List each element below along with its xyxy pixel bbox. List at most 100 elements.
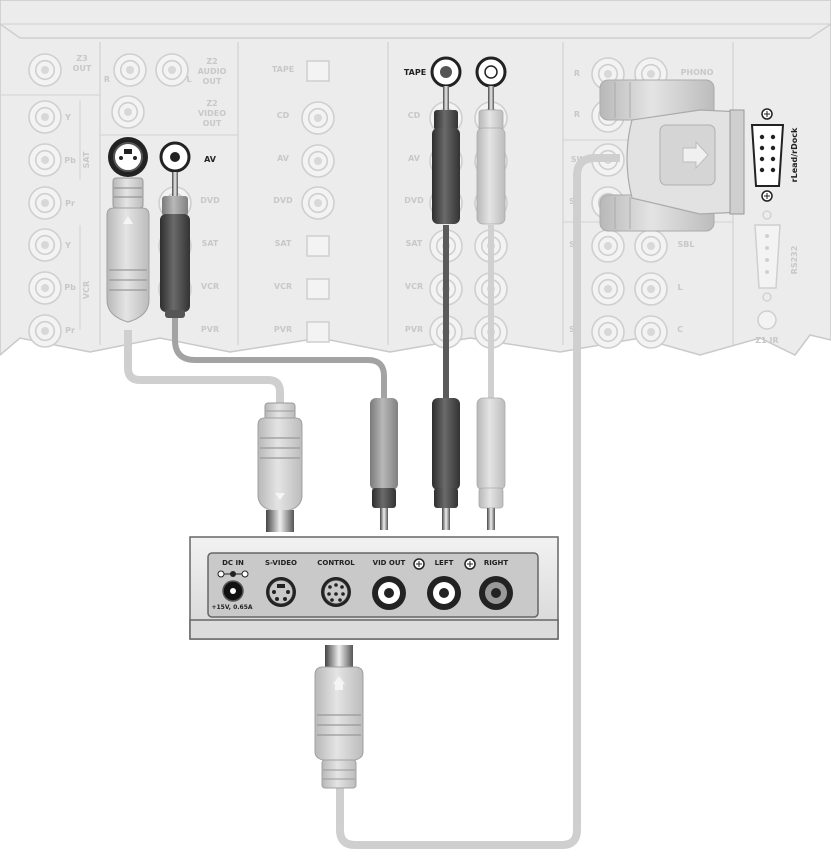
receiver-jack <box>155 53 189 87</box>
screw-icon <box>464 558 476 570</box>
left-jack <box>427 576 461 610</box>
receiver-jack <box>28 186 62 220</box>
receiver-jack <box>28 228 62 262</box>
sat-group-label: SAT <box>82 151 91 168</box>
speaker-c: C <box>677 325 683 334</box>
right-label: RIGHT <box>484 559 509 567</box>
tape-plug-left-receiver <box>430 56 462 224</box>
receiver-jack <box>28 271 62 305</box>
control-din-plug <box>314 645 364 789</box>
z3-label-1: Z3 <box>76 54 87 63</box>
control-label: CONTROL <box>317 559 355 567</box>
vcr-pr-label: Pr <box>65 326 75 335</box>
phono-label: PHONO <box>681 68 714 77</box>
optical-sat: SAT <box>275 239 292 248</box>
receiver-jack <box>301 186 335 220</box>
optical-port <box>306 60 330 82</box>
optical-port <box>306 321 330 343</box>
audio-input-vcr: VCR <box>405 282 423 291</box>
video-input-pvr: PVR <box>201 325 219 334</box>
sw-label-2: S <box>569 197 575 206</box>
receiver-jack <box>591 272 625 306</box>
receiver-jack <box>591 229 625 263</box>
receiver-labels: Z3 OUT R L Z2 AUDIO OUT Z2 VIDEO OUT Y P… <box>64 54 799 345</box>
rlead-label: rLead/rDock <box>790 127 799 182</box>
z2-video-2: VIDEO <box>198 109 226 118</box>
screw-icon <box>413 558 425 570</box>
receiver-jack <box>113 53 147 87</box>
video-input-vcr: VCR <box>201 282 219 291</box>
optical-dvd: DVD <box>273 196 293 205</box>
dc-spec-label: +15V, 0.65A <box>211 604 252 611</box>
svideo-plug-dock <box>257 402 303 532</box>
sw-label-4: S <box>569 325 575 334</box>
receiver-jack <box>301 101 335 135</box>
receiver-jack <box>28 143 62 177</box>
receiver-jack <box>634 315 668 349</box>
optical-tape: TAPE <box>272 65 294 74</box>
right-r-label-1: R <box>574 69 580 78</box>
optical-pvr: PVR <box>274 325 292 334</box>
rs232-port <box>754 210 781 330</box>
video-input-sat: SAT <box>202 239 219 248</box>
audio-input-av: AV <box>408 154 421 163</box>
tape-plug-left-dock <box>432 398 460 530</box>
right-jack <box>479 576 513 610</box>
av-rca-plug-receiver <box>159 141 191 318</box>
audio-input-dvd: DVD <box>404 196 424 205</box>
sat-pr-label: Pr <box>65 199 75 208</box>
z2-audio-2: AUDIO <box>198 67 227 76</box>
optical-vcr: VCR <box>274 282 292 291</box>
channel-r-label: R <box>104 75 110 84</box>
receiver-jack <box>111 95 145 129</box>
vcr-pb-label: Pb <box>64 283 76 292</box>
tape-plug-right-dock <box>476 397 506 530</box>
receiver-jack <box>634 229 668 263</box>
polarity-icon <box>217 570 249 578</box>
speaker-l: L <box>677 283 682 292</box>
receiver-jack <box>591 315 625 349</box>
vcr-y-label: Y <box>64 241 71 250</box>
z2-audio-1: Z2 <box>206 57 217 66</box>
dock-box: DC IN +15V, 0.65A S-VIDEO CONTROL VID OU… <box>189 536 559 640</box>
sat-pb-label: Pb <box>64 156 76 165</box>
sat-y-label: Y <box>64 113 71 122</box>
rs232-label: RS232 <box>790 246 799 275</box>
video-input-dvd: DVD <box>200 196 220 205</box>
optical-port <box>306 278 330 300</box>
av-rca-plug-dock <box>370 398 398 530</box>
optical-port <box>306 235 330 257</box>
sw-label-1: SW <box>571 155 586 164</box>
receiver-jack <box>634 272 668 306</box>
vid-out-jack <box>372 576 406 610</box>
svideo-label: S-VIDEO <box>265 559 297 567</box>
cables <box>124 154 620 849</box>
left-label: LEFT <box>435 559 454 567</box>
sw-label-3: S <box>569 240 575 249</box>
tape-plug-right-receiver <box>475 56 507 225</box>
receiver-jack <box>28 53 62 87</box>
audio-input-sat: SAT <box>406 239 423 248</box>
z2-video-1: Z2 <box>206 99 217 108</box>
vid-out-label: VID OUT <box>373 559 406 567</box>
audio-input-cd: CD <box>408 111 421 120</box>
svideo-jack <box>266 577 296 607</box>
receiver-jack <box>28 100 62 134</box>
receiver-jack <box>28 314 62 348</box>
control-jack <box>321 577 351 607</box>
right-r-label-2: R <box>574 110 580 119</box>
audio-input-pvr: PVR <box>405 325 423 334</box>
av-label: AV <box>204 155 217 164</box>
z2-audio-3: OUT <box>203 77 222 86</box>
tape-label: TAPE <box>404 68 426 77</box>
z3-label-2: OUT <box>73 64 92 73</box>
optical-cd: CD <box>277 111 290 120</box>
z1ir-label: Z1 IR <box>755 336 778 345</box>
z2-video-3: OUT <box>203 119 222 128</box>
serial-connector: rLead/rDock <box>599 79 799 232</box>
channel-l-label: L <box>186 75 191 84</box>
optical-av: AV <box>277 154 290 163</box>
vcr-group-label: VCR <box>82 281 91 299</box>
